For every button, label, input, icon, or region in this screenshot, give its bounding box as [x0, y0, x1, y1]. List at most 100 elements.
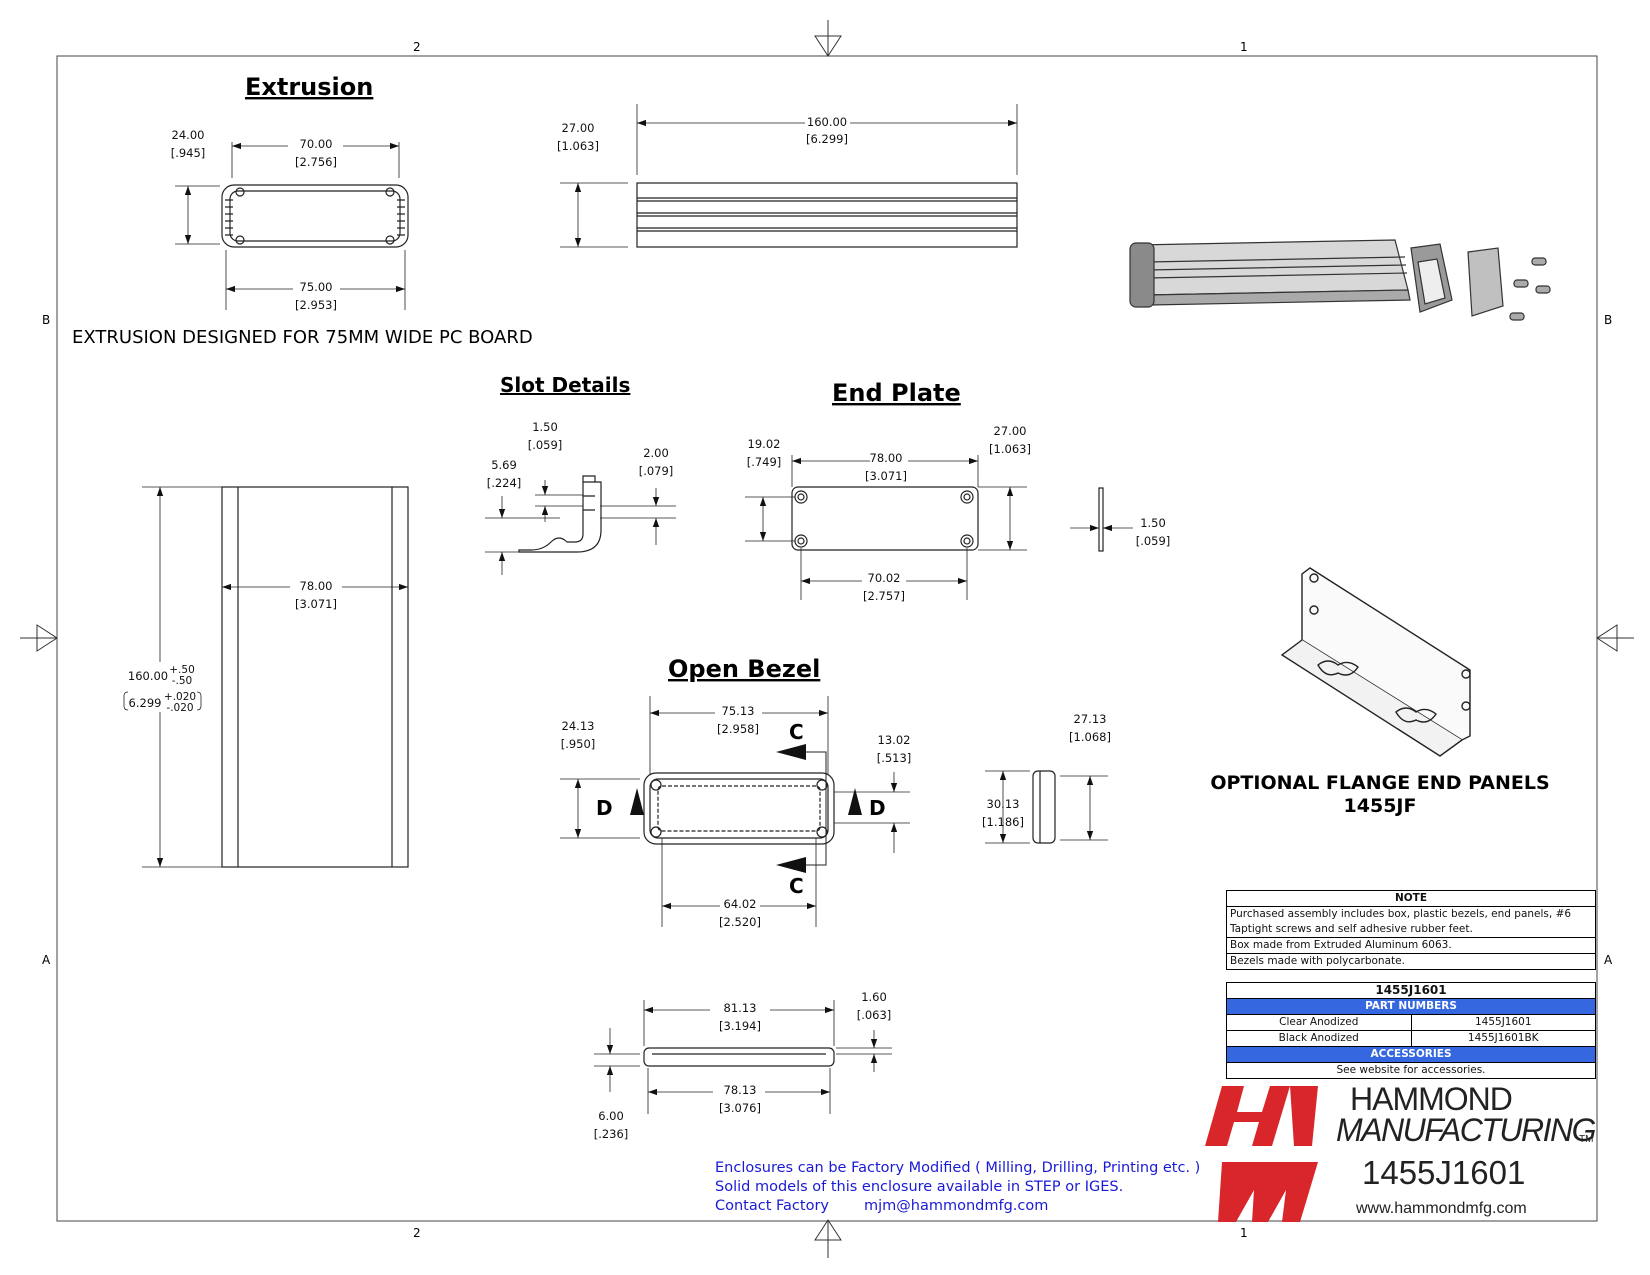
- dim-top-length: 160.00: [128, 669, 168, 683]
- extrusion-profile: [221, 184, 409, 248]
- flange-title-line2: 1455JF: [1344, 795, 1417, 817]
- zone-label-top-1: 1: [1240, 40, 1248, 54]
- zone-label-top-2: 2: [413, 40, 421, 54]
- logo-part-number: 1455J1601: [1362, 1154, 1526, 1191]
- dim-top-tol-in-plus: +.020: [164, 691, 196, 703]
- centering-marks: [20, 20, 1634, 1258]
- extrusion-title: Extrusion: [245, 73, 373, 101]
- logo-tm: TM: [1579, 1134, 1594, 1145]
- website-link[interactable]: www.hammondmfg.com: [1356, 1200, 1527, 1217]
- open-bezel-front: [643, 772, 835, 845]
- dim-side-height-in: [1.063]: [557, 139, 599, 153]
- slot-profile: [518, 475, 602, 553]
- note-row-3: Box made from Extruded Aluminum 6063.: [1226, 937, 1596, 954]
- extrusion-dimensions: [175, 142, 406, 310]
- dim-ext-height: 24.00: [172, 128, 205, 142]
- dim-ep-height2-in: [1.063]: [989, 442, 1031, 456]
- dim-top-length-in: 6.299: [129, 696, 162, 710]
- dim-slot-a: 1.50: [532, 420, 558, 434]
- dim-side-length-in: [6.299]: [806, 132, 848, 146]
- dim-side-height: 27.00: [562, 121, 595, 135]
- dim-bz-depth-in: [.513]: [877, 751, 912, 765]
- dim-ep-hole: 70.02: [868, 571, 901, 585]
- end-plate-front: [791, 486, 1104, 552]
- zone-label-left-a: A: [42, 953, 51, 967]
- dim-bzb-width: 81.13: [724, 1001, 757, 1015]
- section-label-d-right: D: [869, 796, 886, 820]
- bezel-bottom-view: [643, 1047, 835, 1067]
- dim-slot-b: 5.69: [491, 458, 517, 472]
- section-label-c-bottom: C: [789, 874, 804, 898]
- table-row: Black Anodized 1455J1601BK: [1226, 1030, 1596, 1047]
- dim-bzb-thickness-in: [.063]: [857, 1008, 892, 1022]
- dim-top-width: 78.00: [300, 579, 333, 593]
- dim-ep-height: 19.02: [748, 437, 781, 451]
- dim-bzb-thickness: 1.60: [861, 990, 887, 1004]
- dim-slot-a-in: [.059]: [528, 438, 563, 452]
- dim-top-width-in: [3.071]: [295, 597, 337, 611]
- section-label-d-left: D: [596, 796, 613, 820]
- dim-bzb-width-in: [3.194]: [719, 1019, 761, 1033]
- dim-bzb-width2: 78.13: [724, 1083, 757, 1097]
- extrusion-note: EXTRUSION DESIGNED FOR 75MM WIDE PC BOAR…: [72, 327, 533, 348]
- bezel-side-view: [1032, 770, 1056, 844]
- top-view-dimensions: [123, 486, 408, 868]
- dim-side-length: 160.00: [807, 115, 847, 129]
- note-header: NOTE: [1226, 890, 1596, 907]
- zone-label-left-b: B: [42, 313, 50, 327]
- parts-table: 1455J1601 PART NUMBERS Clear Anodized 14…: [1226, 982, 1596, 1079]
- hammond-logo-mark: [1205, 1086, 1318, 1222]
- dim-ep-height-in: [.749]: [747, 455, 782, 469]
- extrusion-side-view: [636, 182, 1018, 248]
- slot-details-title: Slot Details: [500, 373, 630, 397]
- dim-top-tol-plus: +.50: [169, 664, 195, 676]
- dim-slot-c-in: [.079]: [639, 464, 674, 478]
- dim-ext-outer-width-in: [2.953]: [295, 298, 337, 312]
- part-cell: 1455J1601BK: [1410, 1030, 1596, 1047]
- dim-ext-height-in: [.945]: [171, 146, 206, 160]
- dim-bz-hole-in: [2.520]: [719, 915, 761, 929]
- dim-ext-inner-width-in: [2.756]: [295, 155, 337, 169]
- footer-line-3-label: Contact Factory: [715, 1198, 829, 1214]
- logo-line-1: HAMMOND: [1350, 1081, 1513, 1117]
- flange-title-line1: OPTIONAL FLANGE END PANELS: [1210, 772, 1549, 794]
- bezel-side-dimensions: [985, 770, 1108, 844]
- table-row: Clear Anodized 1455J1601: [1226, 1014, 1596, 1031]
- note-row-2: Taptight screws and self adhesive rubber…: [1226, 922, 1596, 938]
- note-row-1: Purchased assembly includes box, plastic…: [1226, 906, 1596, 922]
- footer-line-1: Enclosures can be Factory Modified ( Mil…: [715, 1160, 1201, 1176]
- dim-bzb-height: 6.00: [598, 1109, 624, 1123]
- assembly-isometric: [1129, 239, 1551, 321]
- zone-label-bottom-2: 2: [413, 1226, 421, 1240]
- dim-bz-width: 75.13: [722, 704, 755, 718]
- dim-bzs-height2: 30.13: [987, 797, 1020, 811]
- parts-title: 1455J1601: [1226, 982, 1596, 999]
- footer-line-2: Solid models of this enclosure available…: [715, 1179, 1124, 1195]
- zone-label-right-b: B: [1604, 313, 1612, 327]
- finish-cell: Black Anodized: [1226, 1030, 1412, 1047]
- slot-dimensions: [485, 480, 676, 575]
- dim-ep-hole-in: [2.757]: [863, 589, 905, 603]
- contact-email-link[interactable]: mjm@hammondmfg.com: [864, 1198, 1049, 1214]
- logo-line-2: MANUFACTURING: [1336, 1112, 1597, 1148]
- dim-ep-height2: 27.00: [994, 424, 1027, 438]
- dim-ep-thickness-in: [.059]: [1136, 534, 1171, 548]
- dim-slot-b-in: [.224]: [487, 476, 522, 490]
- section-label-c-top: C: [789, 720, 804, 744]
- dim-bz-height: 24.13: [562, 719, 595, 733]
- dim-bz-hole: 64.02: [724, 897, 757, 911]
- end-plate-dimensions: [745, 455, 1133, 600]
- finish-cell: Clear Anodized: [1226, 1014, 1412, 1031]
- dim-bzb-height-in: [.236]: [594, 1127, 629, 1141]
- extrusion-top-view: [221, 486, 409, 868]
- dim-bzs-height-in: [1.068]: [1069, 730, 1111, 744]
- side-view-dimensions: [560, 104, 1018, 248]
- dim-bzs-height2-in: [1.186]: [982, 815, 1024, 829]
- part-cell: 1455J1601: [1410, 1014, 1596, 1031]
- dim-bzs-height: 27.13: [1074, 712, 1107, 726]
- note-table: NOTE Purchased assembly includes box, pl…: [1226, 890, 1596, 970]
- dim-ep-thickness: 1.50: [1140, 516, 1166, 530]
- dim-top-tol-in-minus: -.020: [166, 702, 193, 714]
- zone-label-bottom-1: 1: [1240, 1226, 1248, 1240]
